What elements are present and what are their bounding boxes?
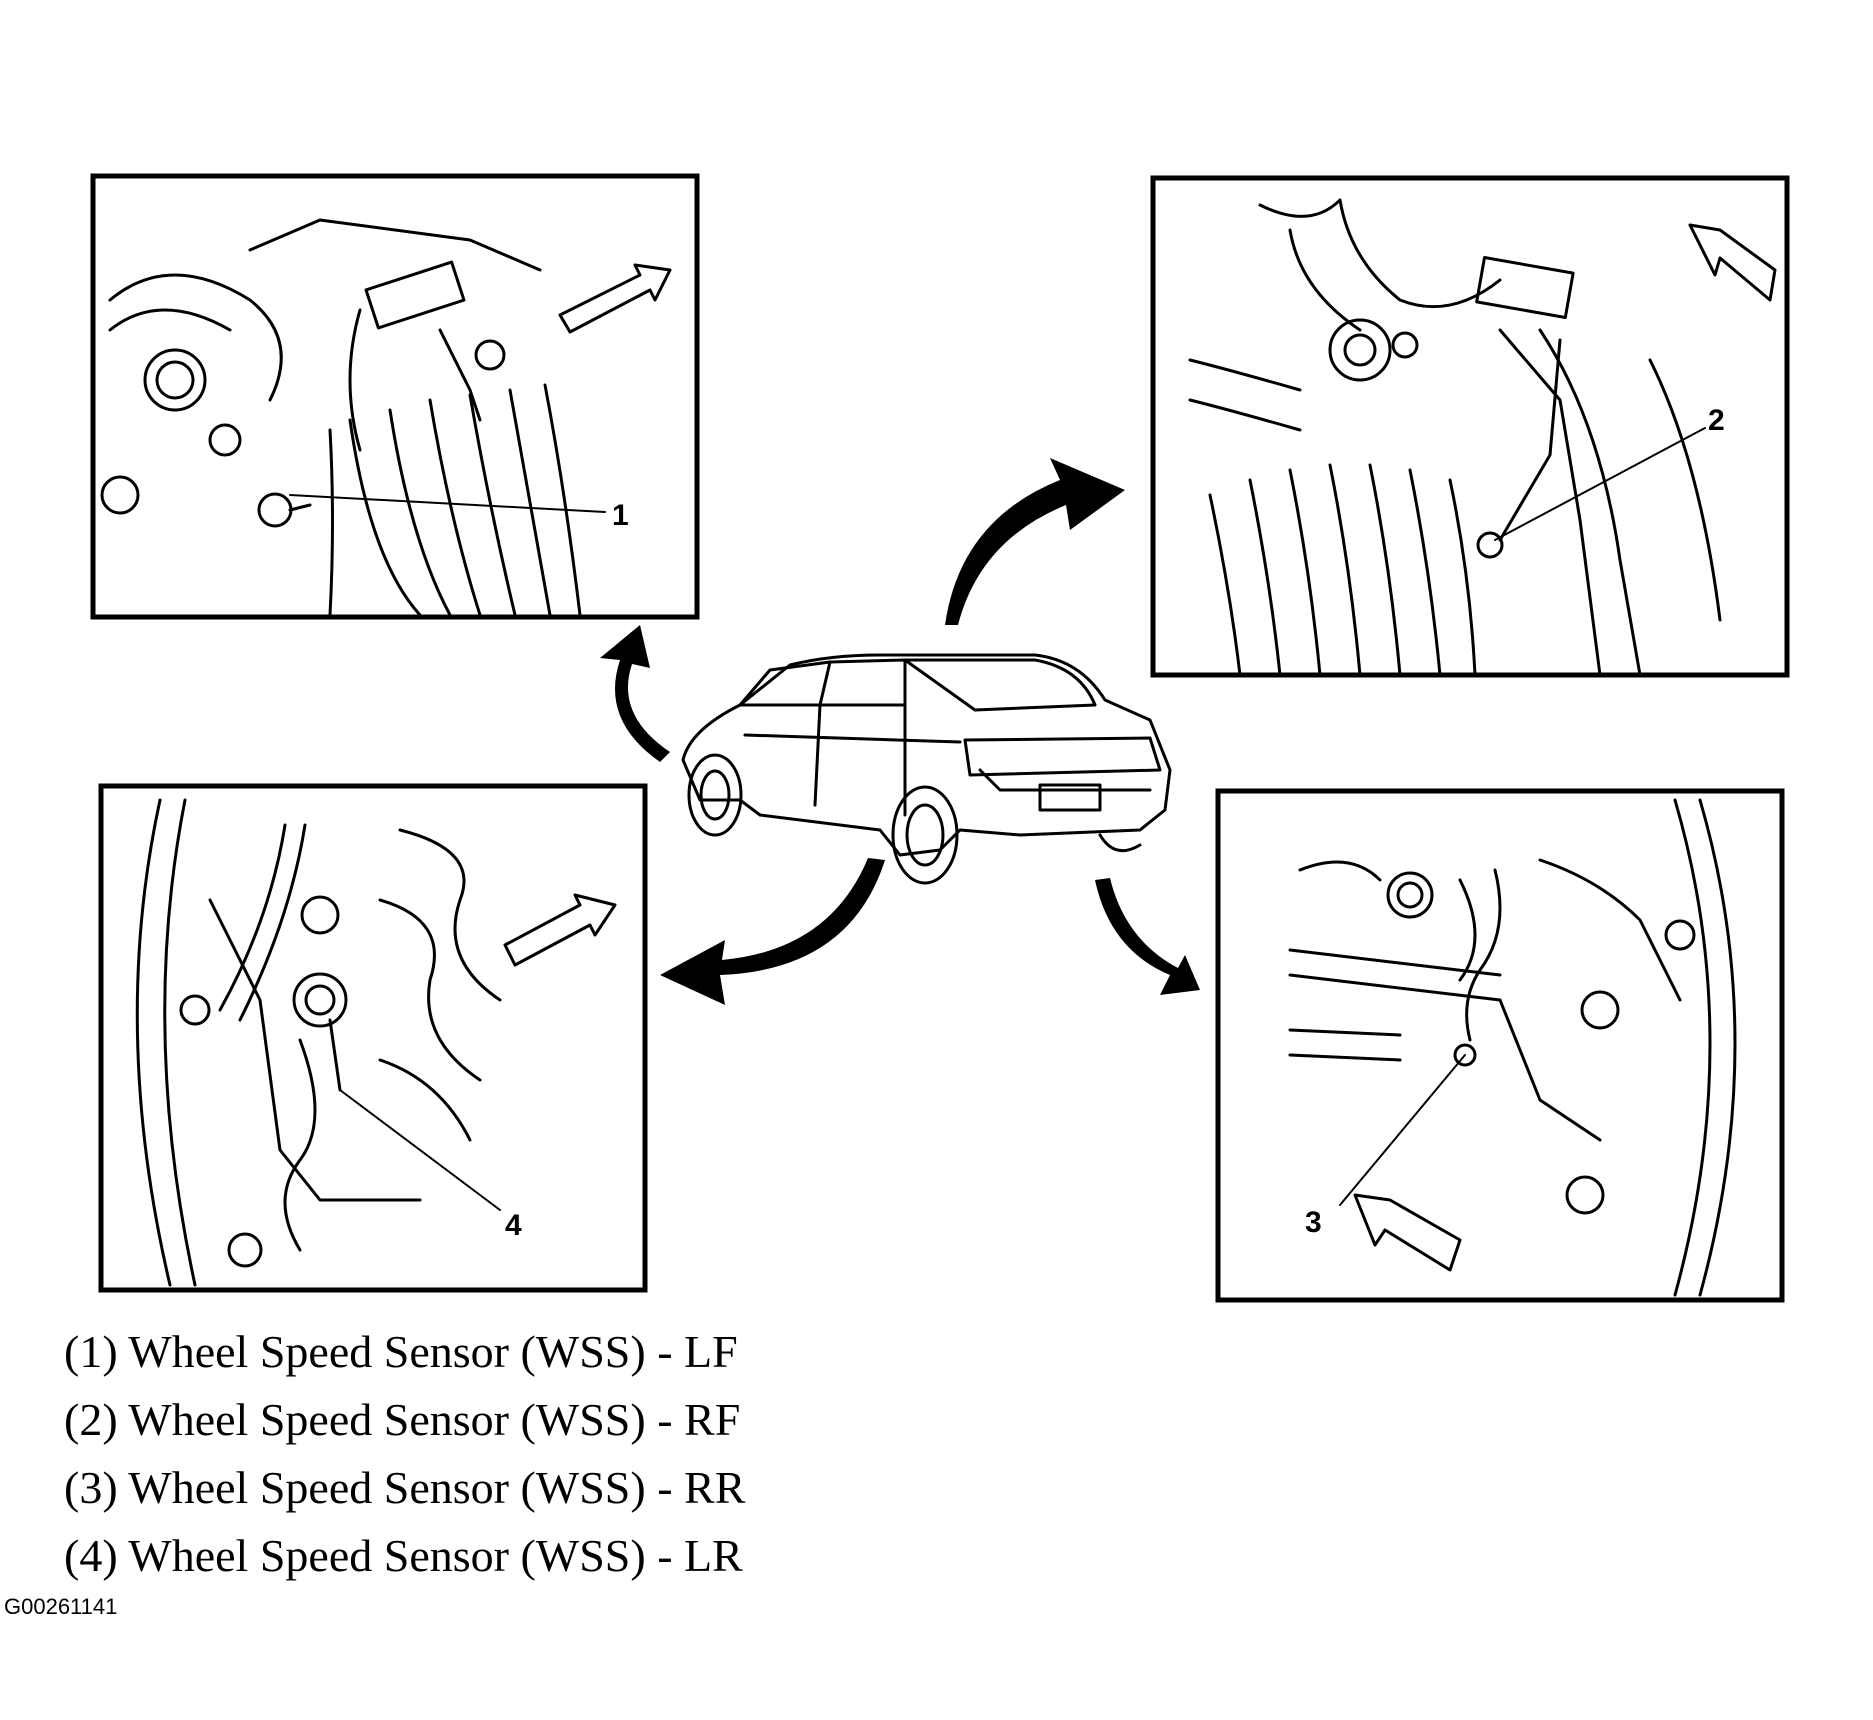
legend-item-rf: (2) Wheel Speed Sensor (WSS) - RF	[64, 1394, 741, 1445]
panel-lf: 1	[90, 173, 700, 620]
legend-item-rr: (3) Wheel Speed Sensor (WSS) - RR	[64, 1462, 746, 1513]
callout-2: 2	[1708, 404, 1725, 437]
direction-arrow-icon	[1353, 1193, 1462, 1272]
figure-id: G00261141	[4, 1594, 118, 1619]
curved-arrow-icon	[1095, 878, 1200, 995]
curved-arrow-icon	[600, 625, 670, 762]
legend-item-lr: (4) Wheel Speed Sensor (WSS) - LR	[64, 1530, 743, 1581]
panel-lr: 4	[98, 783, 648, 1293]
direction-arrow-icon	[1688, 223, 1777, 302]
callout-4: 4	[505, 1209, 522, 1242]
direction-arrow-icon	[558, 263, 672, 334]
legend: (1) Wheel Speed Sensor (WSS) - LF (2) Wh…	[64, 1318, 745, 1590]
panel-rr: 3	[1215, 788, 1785, 1303]
callout-3: 3	[1305, 1206, 1322, 1239]
curved-arrow-icon	[945, 458, 1125, 625]
panel-rf: 2	[1150, 175, 1790, 678]
callout-1: 1	[612, 499, 629, 532]
curved-arrow-icon	[660, 858, 885, 1005]
vehicle-illustration	[681, 653, 1172, 885]
direction-arrow-icon	[503, 893, 617, 967]
legend-item-lf: (1) Wheel Speed Sensor (WSS) - LF	[64, 1326, 738, 1377]
